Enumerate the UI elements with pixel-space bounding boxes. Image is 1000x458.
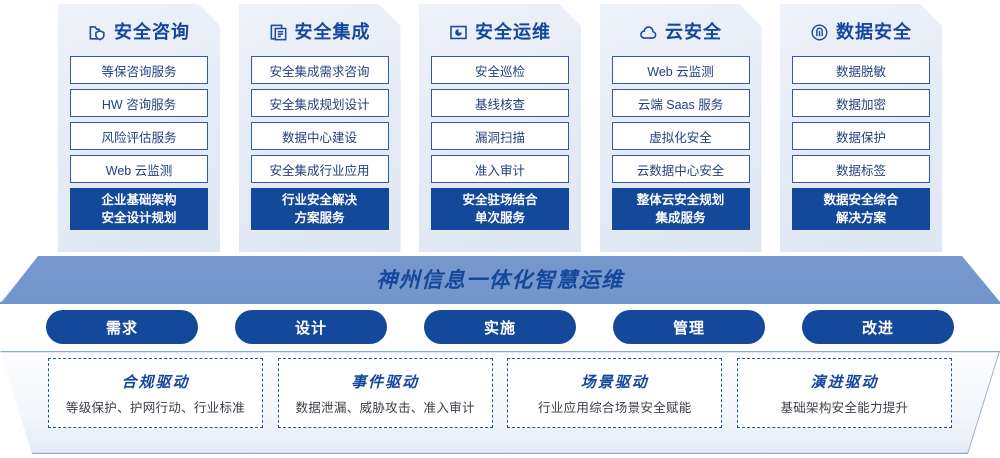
folder-shield-icon [88,23,107,42]
service-item[interactable]: 安全巡检 [431,56,569,84]
column-summary[interactable]: 数据安全综合 解决方案 [792,188,930,230]
folder-chart-icon [449,23,468,42]
banner-title: 神州信息一体化智慧运维 [376,269,624,292]
column-title: 数据安全 [836,22,912,42]
column-title: 云安全 [665,22,722,42]
service-item[interactable]: 准入审计 [431,155,569,183]
column-summary-line: 数据安全综合 [823,192,899,207]
service-item[interactable]: 云端 Saas 服务 [612,89,750,117]
driver-subtitle: 数据泄漏、威胁攻击、准入审计 [295,400,475,415]
driver-subtitle: 基础架构安全能力提升 [780,400,909,415]
driver-title: 场景驱动 [580,373,649,391]
cloud-icon [639,23,658,42]
column-summary-line: 单次服务 [474,211,525,225]
stacked-documents-icon [269,23,288,42]
capability-columns: 安全咨询 等保咨询服务 HW 咨询服务 风险评估服务 Web 云监测 企业基础架… [0,4,1000,256]
column-header: 安全咨询 [70,14,208,50]
column-summary[interactable]: 安全驻场结合 单次服务 [431,188,569,230]
service-item[interactable]: 数据保护 [792,122,930,150]
column-summary-line: 行业安全解决 [281,192,357,207]
capability-column-security-operations[interactable]: 安全运维 安全巡检 基线核查 漏洞扫描 准入审计 安全驻场结合 单次服务 [419,4,581,252]
fingerprint-icon [810,23,829,42]
capability-column-data-security[interactable]: 数据安全 数据脱敏 数据加密 数据保护 数据标签 数据安全综合 解决方案 [780,4,942,252]
service-item[interactable]: 虚拟化安全 [612,122,750,150]
driver-title: 演进驱动 [810,373,879,391]
service-item[interactable]: 等保咨询服务 [70,56,208,84]
stage-pill-implementation[interactable]: 实施 [424,310,576,344]
driver-card-incident[interactable]: 事件驱动 数据泄漏、威胁攻击、准入审计 [277,358,493,428]
service-item[interactable]: 安全集成行业应用 [251,155,389,183]
column-header: 数据安全 [792,14,930,50]
column-header: 云安全 [612,14,750,50]
column-summary[interactable]: 企业基础架构 安全设计规划 [70,188,208,230]
capability-column-security-integration[interactable]: 安全集成 安全集成需求咨询 安全集成规划设计 数据中心建设 安全集成行业应用 行… [239,4,401,252]
driver-card-evolution[interactable]: 演进驱动 基础架构安全能力提升 [736,358,952,428]
column-summary-line: 方案服务 [294,211,345,225]
column-title: 安全集成 [294,22,371,42]
driver-title: 合规驱动 [121,373,190,391]
stage-pill-design[interactable]: 设计 [235,310,387,344]
capability-column-security-consulting[interactable]: 安全咨询 等保咨询服务 HW 咨询服务 风险评估服务 Web 云监测 企业基础架… [58,4,220,252]
service-item[interactable]: Web 云监测 [70,155,208,183]
service-item[interactable]: 漏洞扫描 [431,122,569,150]
driver-subtitle: 行业应用综合场景安全赋能 [538,400,692,415]
service-item[interactable]: 数据中心建设 [251,122,389,150]
column-header: 安全集成 [251,14,389,50]
driver-subtitle: 等级保护、护网行动、行业标准 [65,400,246,415]
column-summary-line: 安全驻场结合 [462,192,538,207]
capability-column-cloud-security[interactable]: 云安全 Web 云监测 云端 Saas 服务 虚拟化安全 云数据中心安全 整体云… [600,4,762,252]
service-item[interactable]: 基线核查 [431,89,569,117]
stage-pill-requirement[interactable]: 需求 [46,310,198,344]
column-title: 安全运维 [475,22,551,42]
stage-pill-improvement[interactable]: 改进 [802,310,954,344]
column-summary[interactable]: 整体云安全规划 集成服务 [612,188,750,230]
column-summary-line: 整体云安全规划 [636,192,725,207]
driver-title: 事件驱动 [351,373,420,391]
column-summary[interactable]: 行业安全解决 方案服务 [251,188,389,230]
drivers-base: 合规驱动 等级保护、护网行动、行业标准 事件驱动 数据泄漏、威胁攻击、准入审计 … [0,351,1000,456]
driver-card-compliance[interactable]: 合规驱动 等级保护、护网行动、行业标准 [48,358,263,428]
column-summary-line: 集成服务 [655,211,706,225]
column-summary-line: 解决方案 [835,211,886,225]
service-item[interactable]: 云数据中心安全 [612,155,750,183]
column-header: 安全运维 [431,14,569,50]
service-item[interactable]: Web 云监测 [612,56,750,84]
service-item[interactable]: 数据加密 [792,89,930,117]
stage-pill-management[interactable]: 管理 [613,310,765,344]
platform-banner: 神州信息一体化智慧运维 [0,256,1000,304]
banner-outline [0,256,1000,304]
lifecycle-stages: 需求 设计 实施 管理 改进 [0,310,1000,344]
column-title: 安全咨询 [114,22,190,42]
service-item[interactable]: 数据标签 [792,155,930,183]
service-item[interactable]: HW 咨询服务 [70,89,208,117]
driver-list: 合规驱动 等级保护、护网行动、行业标准 事件驱动 数据泄漏、威胁攻击、准入审计 … [0,358,1000,436]
service-item[interactable]: 风险评估服务 [70,122,208,150]
driver-card-scenario[interactable]: 场景驱动 行业应用综合场景安全赋能 [507,358,723,428]
column-summary-line: 安全设计规划 [101,211,177,225]
column-summary-line: 企业基础架构 [101,192,177,207]
service-item[interactable]: 安全集成规划设计 [251,89,389,117]
service-item[interactable]: 数据脱敏 [792,56,930,84]
service-item[interactable]: 安全集成需求咨询 [251,56,389,84]
